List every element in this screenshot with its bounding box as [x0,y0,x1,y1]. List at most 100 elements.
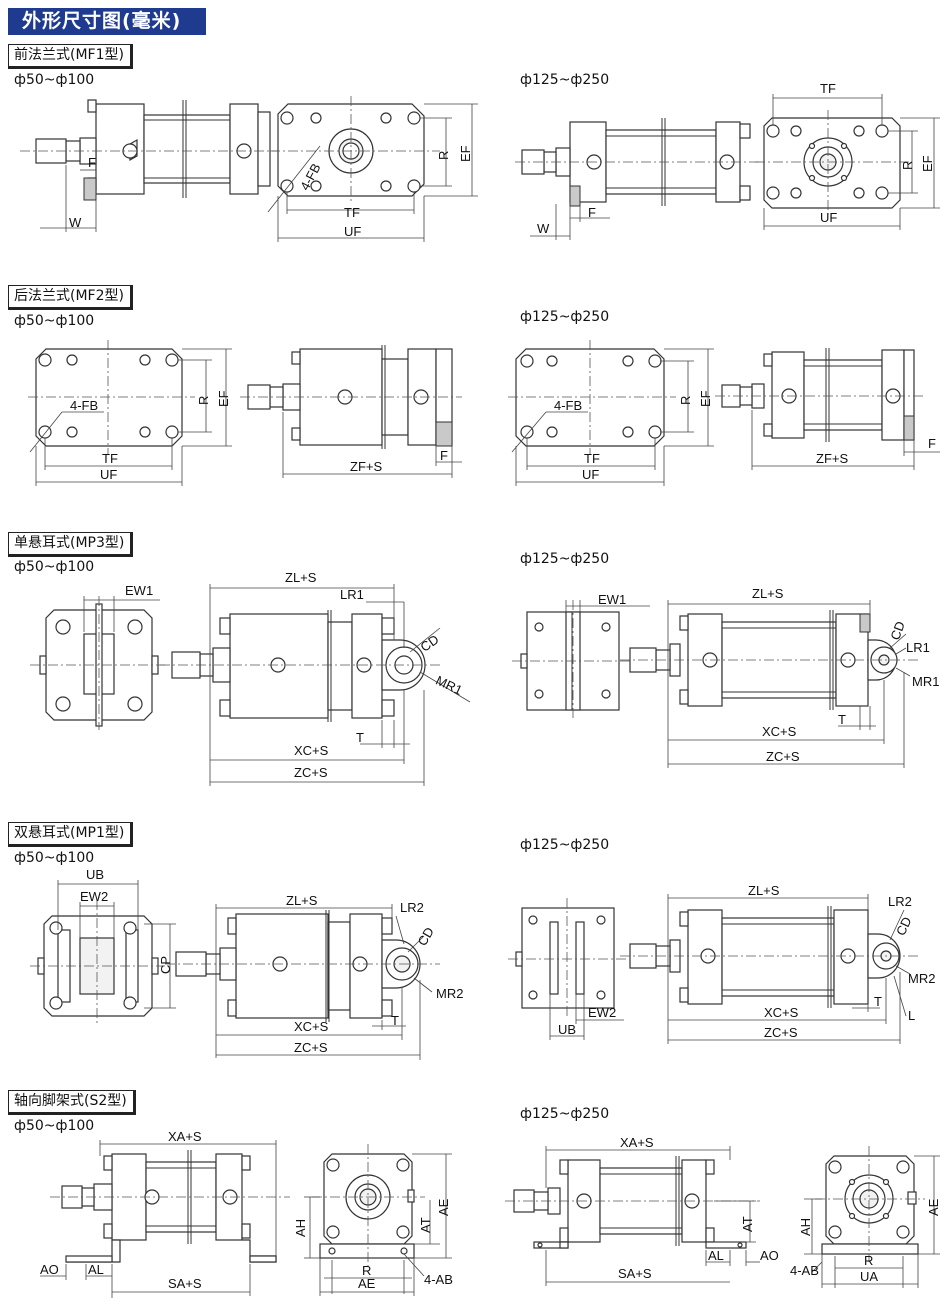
mp3-small-side-view [160,584,471,786]
mp1-small-dim-t: T [391,1013,399,1028]
mf2-large-dim-4fb: 4-FB [554,398,582,413]
mp3-small-dim-mr1: MR1 [434,673,465,698]
range-large-mp1: ф125~ф250 [520,837,610,853]
mp1-large-dim-mr2: MR2 [908,971,935,986]
mp3-small-end-view [30,596,165,730]
range-small-mp3: ф50~ф100 [14,559,95,575]
s2-large-dim-4ab: 4-AB [790,1263,819,1278]
s2-small-dim-sas: SA+S [168,1276,202,1291]
mf1-small-flange-view [267,96,478,242]
mp1-large-dim-ub: UB [558,1022,576,1037]
section-label-mp3: 单悬耳式(MP3型) [8,532,134,557]
mp1-small-dim-zcs: ZC+S [294,1040,328,1055]
s2-large-end-view [804,1146,940,1288]
mp1-large-dim-l: L [908,1008,915,1023]
mf1-small-dim-tf: TF [344,205,360,220]
range-large-mf1: ф125~ф250 [520,72,610,88]
mf2-large-dim-zfs: ZF+S [816,451,848,466]
mp1-large-dim-zcs: ZC+S [764,1025,798,1040]
mp3-large-dim-zcs: ZC+S [766,749,800,764]
s2-small-dim-r: R [362,1263,371,1278]
mp3-small-dim-zcs: ZC+S [294,765,328,780]
s2-large-dim-ua: UA [860,1269,878,1284]
s2-small-dim-at: AT [418,1217,433,1233]
mf1-large-dim-w: W [537,221,550,236]
mp1-small-dim-cd: CD [415,925,437,949]
mf2-large-dim-uf: UF [582,467,599,482]
section-label-mf1: 前法兰式(MF1型) [8,44,133,69]
s2-large-dim-ae: AE [926,1198,941,1216]
mf1-large-dim-tf: TF [820,81,836,96]
mp1-large-dim-lr2: LR2 [888,894,912,909]
mp1-large-dim-xcs: XC+S [764,1005,799,1020]
mf1-large-dim-f: F [588,205,596,220]
mp3-large-dim-xcs: XC+S [762,724,797,739]
s2-small-dim-ae-side: AE [436,1198,451,1216]
s2-small-end-view [304,1144,452,1296]
mp3-large-dim-cd: CD [887,619,908,642]
mf1-small-dim-r: R [436,151,451,160]
mp3-large-dim-zls: ZL+S [752,586,784,601]
page-title: 外形尺寸图(毫米) [8,8,206,35]
s2-large-dim-at: AT [740,1216,755,1232]
s2-large-dim-ah: AH [798,1218,813,1236]
mp3-large-side-view [620,600,920,768]
mf1-small-dim-f: F [88,155,96,170]
mp3-small-dim-xcs: XC+S [294,743,329,758]
mf2-small-side-view [240,345,462,478]
s2-large-dim-r: R [864,1253,873,1268]
mp3-small-dim-t: T [356,730,364,745]
mp1-small-dim-mr2: MR2 [436,986,463,1001]
mp3-large-dim-lr1: LR1 [906,640,930,655]
mf1-small-dim-uf: UF [344,224,361,239]
range-small-mf1: ф50~ф100 [14,72,95,88]
range-large-s2: ф125~ф250 [520,1106,610,1122]
mf2-small-dim-zfs: ZF+S [350,459,382,474]
mf2-small-dim-4fb: 4-FB [70,398,98,413]
mf2-large-flange-view [508,340,714,486]
s2-large-dim-ao: AO [760,1248,779,1263]
mf2-large-dim-ef: EF [698,390,713,407]
s2-large-side-view [505,1146,760,1286]
mp1-large-dim-t: T [874,994,882,1009]
mp1-small-dim-xcs: XC+S [294,1019,329,1034]
mf2-small-dim-uf: UF [100,467,117,482]
s2-small-dim-al: AL [88,1262,104,1277]
mp3-large-end-view [512,600,650,720]
section-label-mf2: 后法兰式(MF2型) [8,285,133,310]
mp1-small-dim-lr2: LR2 [400,900,424,915]
s2-large-dim-xas: XA+S [620,1135,654,1150]
mp1-small-dim-ub: UB [86,867,104,882]
s2-small-dim-xas: XA+S [168,1129,202,1144]
mf2-large-dim-f: F [928,436,936,451]
range-small-mp1: ф50~ф100 [14,850,95,866]
mf2-small-dim-ef: EF [216,390,231,407]
range-large-mp3: ф125~ф250 [520,551,610,567]
mf1-small-dim-w: W [69,215,82,230]
mf1-small-side-view [20,99,280,232]
mp1-large-side-view [620,894,920,1044]
section-label-mp1: 双悬耳式(MP1型) [8,822,134,847]
mp3-large-dim-mr1: MR1 [912,674,939,689]
s2-small-dim-ah: AH [293,1219,308,1237]
mp1-small-end-view [30,880,176,1026]
section-label-s2: 轴向脚架式(S2型) [8,1090,136,1115]
mf1-large-dim-ef: EF [920,155,935,172]
mp1-small-dim-cp: CP [158,956,173,974]
mp1-large-dim-ew2: EW2 [588,1005,616,1020]
s2-small-dim-ae-bottom: AE [358,1276,376,1291]
s2-small-side-view [40,1140,290,1298]
mf1-large-dim-uf: UF [820,210,837,225]
mp1-small-dim-zls: ZL+S [286,893,318,908]
mp1-large-dim-cd: CD [893,915,915,938]
mf2-large-side-view [715,348,940,470]
mf1-large-dim-r: R [900,161,915,170]
mf2-large-dim-r: R [678,396,693,405]
mp1-small-dim-ew2: EW2 [80,889,108,904]
s2-large-dim-sas: SA+S [618,1266,652,1281]
mp3-large-dim-ew1: EW1 [598,592,626,607]
s2-small-dim-4ab: 4-AB [424,1272,453,1287]
mp1-small-side-view [165,904,440,1060]
mf2-small-dim-tf: TF [102,451,118,466]
